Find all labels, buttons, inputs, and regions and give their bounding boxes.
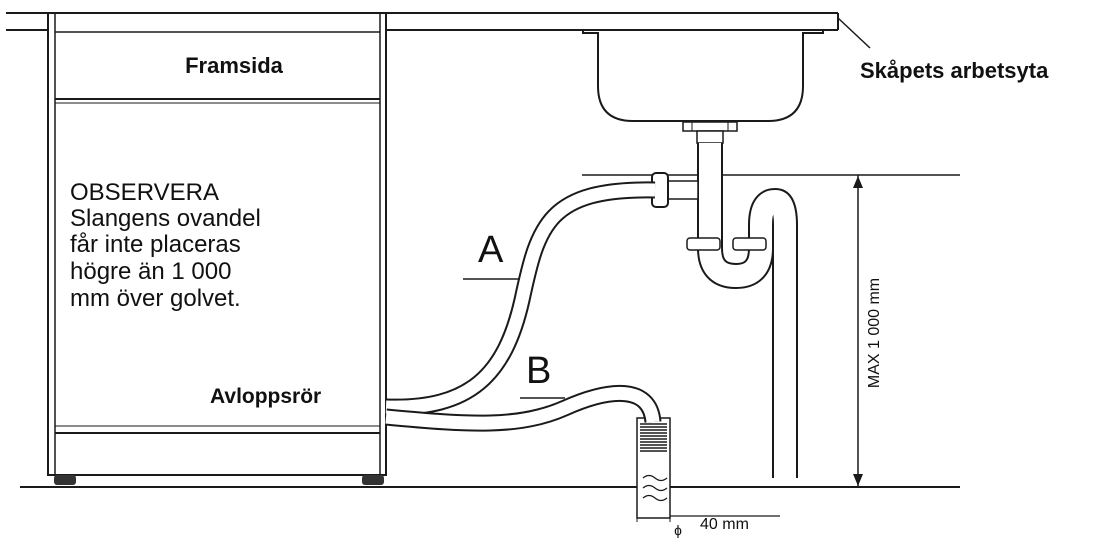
diameter-symbol: ɸ [674, 522, 682, 538]
cabinet-foot-left [54, 475, 76, 485]
trap-nut-left [686, 237, 721, 251]
note-line: OBSERVERA [70, 179, 219, 206]
hose-b-label: B [526, 350, 551, 392]
diameter-label: 40 mm [700, 516, 749, 533]
note-line: högre än 1 000 [70, 258, 231, 285]
p-trap [686, 143, 800, 484]
front-label: Framsida [185, 53, 284, 78]
note-line: Slangens ovandel [70, 205, 261, 232]
hose-b [385, 385, 662, 432]
standpipe [636, 417, 671, 519]
note-line: mm över golvet. [70, 285, 241, 312]
hose-a-label: A [478, 229, 504, 271]
note-line: får inte placeras [70, 231, 241, 258]
dishwasher-cabinet [47, 12, 387, 476]
trap-nut-right [732, 237, 767, 251]
sink-basin [582, 29, 824, 144]
note-text: OBSERVERA Slangens ovandel får inte plac… [70, 179, 261, 312]
max-height-dimension [853, 175, 863, 487]
diameter-dimension [636, 512, 780, 522]
cabinet-foot-right [362, 475, 384, 485]
countertop-label: Skåpets arbetsyta [860, 58, 1049, 83]
countertop-leader-line [837, 17, 871, 49]
drain-pipe-label: Avloppsrör [210, 385, 321, 408]
max-height-label: MAX 1 000 mm [866, 278, 883, 388]
hose-connector [651, 172, 699, 208]
hose-a [385, 181, 656, 416]
